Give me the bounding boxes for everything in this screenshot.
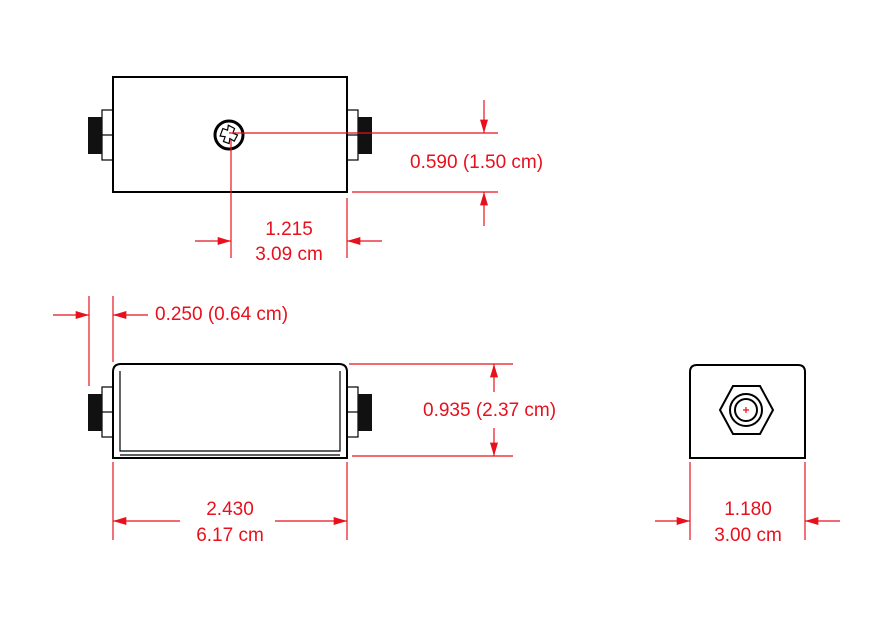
- dim-connector: 0.250 (0.64 cm): [155, 304, 288, 325]
- dim-width-in: 1.180: [724, 499, 772, 520]
- end-body-outline: [689, 364, 806, 459]
- dim-screw-cm: 3.09 cm: [255, 244, 323, 265]
- left-connector: [88, 386, 114, 438]
- screw-icon: [213, 119, 245, 151]
- left-connector: [88, 109, 114, 161]
- right-connector: [346, 386, 372, 438]
- end-view: 1.180 3.00 cm: [655, 364, 840, 546]
- dim-width-cm: 3.00 cm: [714, 525, 782, 546]
- center-mark: [743, 407, 749, 413]
- dim-length-cm: 6.17 cm: [196, 525, 264, 546]
- dim-length-in: 2.430: [206, 499, 254, 520]
- side-view: 0.250 (0.64 cm) 0.935 (2.37 cm) 2.430 6.…: [53, 296, 556, 546]
- right-connector: [346, 109, 372, 161]
- top-view: 0.590 (1.50 cm) 1.215 3.09 cm: [88, 76, 543, 265]
- dim-side-height: 0.935 (2.37 cm): [423, 400, 556, 421]
- dim-top-height: 0.590 (1.50 cm): [410, 152, 543, 173]
- dim-screw-in: 1.215: [265, 219, 313, 240]
- side-body-outline: [112, 363, 348, 459]
- hex-nut-icon: [718, 385, 775, 435]
